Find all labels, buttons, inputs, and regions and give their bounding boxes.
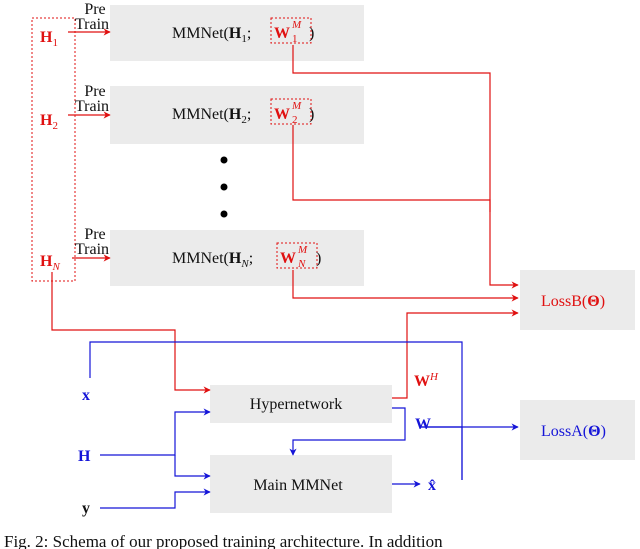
lossb-box <box>520 270 635 330</box>
wh-to-lossb-line <box>392 309 519 399</box>
wn-dotted-frame <box>276 242 318 269</box>
input-hn: HN <box>40 253 60 273</box>
svg-text:M: M <box>297 244 308 256</box>
svg-text:M: M <box>291 19 302 31</box>
pretrain-label-1-line2: Train <box>75 16 109 33</box>
ellipsis-dot <box>220 183 228 191</box>
svg-text:N: N <box>297 258 306 270</box>
ellipsis-dot <box>220 156 228 164</box>
pretrain-label-n-line2: Train <box>75 241 109 258</box>
y-to-main-line <box>100 488 211 509</box>
mmnet-box-n <box>110 230 364 286</box>
svg-text:W: W <box>274 25 290 42</box>
main-mmnet-label: Main MMNet <box>253 477 343 494</box>
input-h: H <box>78 448 91 465</box>
svg-text:2: 2 <box>292 114 298 126</box>
mmnet-label-n: MMNet(HN; W M N ) <box>172 242 321 270</box>
w1-dotted-frame <box>270 17 312 44</box>
w-to-main-line <box>289 407 406 456</box>
svg-text:1: 1 <box>292 33 298 45</box>
pretrain-label-2-line2: Train <box>75 98 109 115</box>
wn-to-lossb-line <box>292 270 519 302</box>
svg-text:M: M <box>291 100 302 112</box>
svg-text:MMNet(H1;: MMNet(H1; <box>172 25 251 45</box>
hypernetwork-box <box>210 385 392 423</box>
x-to-lossa-line <box>420 426 463 480</box>
svg-text:): ) <box>309 25 314 42</box>
mmnet-box-1 <box>110 5 364 61</box>
pretrain-label-2-line1: Pre <box>84 83 105 100</box>
mmnet-label-1: MMNet(H1; W M 1 ) <box>172 17 314 45</box>
ellipsis-dot <box>220 210 228 218</box>
output-w: W <box>415 416 431 433</box>
pretrain-label-1-line1: Pre <box>84 1 105 18</box>
svg-text:W: W <box>280 250 296 267</box>
lossa-label: LossA(Θ) <box>541 423 606 440</box>
svg-text:): ) <box>309 106 314 123</box>
figure-caption: Fig. 2: Schema of our proposed training … <box>4 532 443 549</box>
x-loop-line <box>89 341 463 480</box>
h-to-hypernetwork-line <box>100 408 211 456</box>
w2-dotted-frame <box>270 98 312 125</box>
lossa-box <box>520 400 635 460</box>
hn-to-hypernetwork-line <box>51 272 211 394</box>
input-x: x <box>82 387 90 404</box>
main-mmnet-box <box>210 455 392 513</box>
input-y: y <box>82 500 90 517</box>
h-to-main-line <box>174 455 211 480</box>
mmnet-box-2 <box>110 86 364 144</box>
input-h2: H2 <box>40 112 58 132</box>
svg-text:W: W <box>274 106 290 123</box>
w2-to-lossb-line <box>292 125 491 212</box>
input-group-outline <box>31 17 76 282</box>
input-h1: H1 <box>40 29 58 49</box>
w1-to-lossb-line <box>292 45 519 289</box>
lossb-label: LossB(Θ) <box>541 293 605 310</box>
svg-text:MMNet(H2;: MMNet(H2; <box>172 106 251 126</box>
output-wh: WH <box>414 371 439 390</box>
hypernetwork-label: Hypernetwork <box>250 396 342 413</box>
svg-text:): ) <box>316 250 321 267</box>
mmnet-label-2: MMNet(H2; W M 2 ) <box>172 98 314 126</box>
svg-text:MMNet(HN;: MMNet(HN; <box>172 250 253 270</box>
output-xhat: x̂ <box>428 477 436 494</box>
pretrain-label-n-line1: Pre <box>84 226 105 243</box>
